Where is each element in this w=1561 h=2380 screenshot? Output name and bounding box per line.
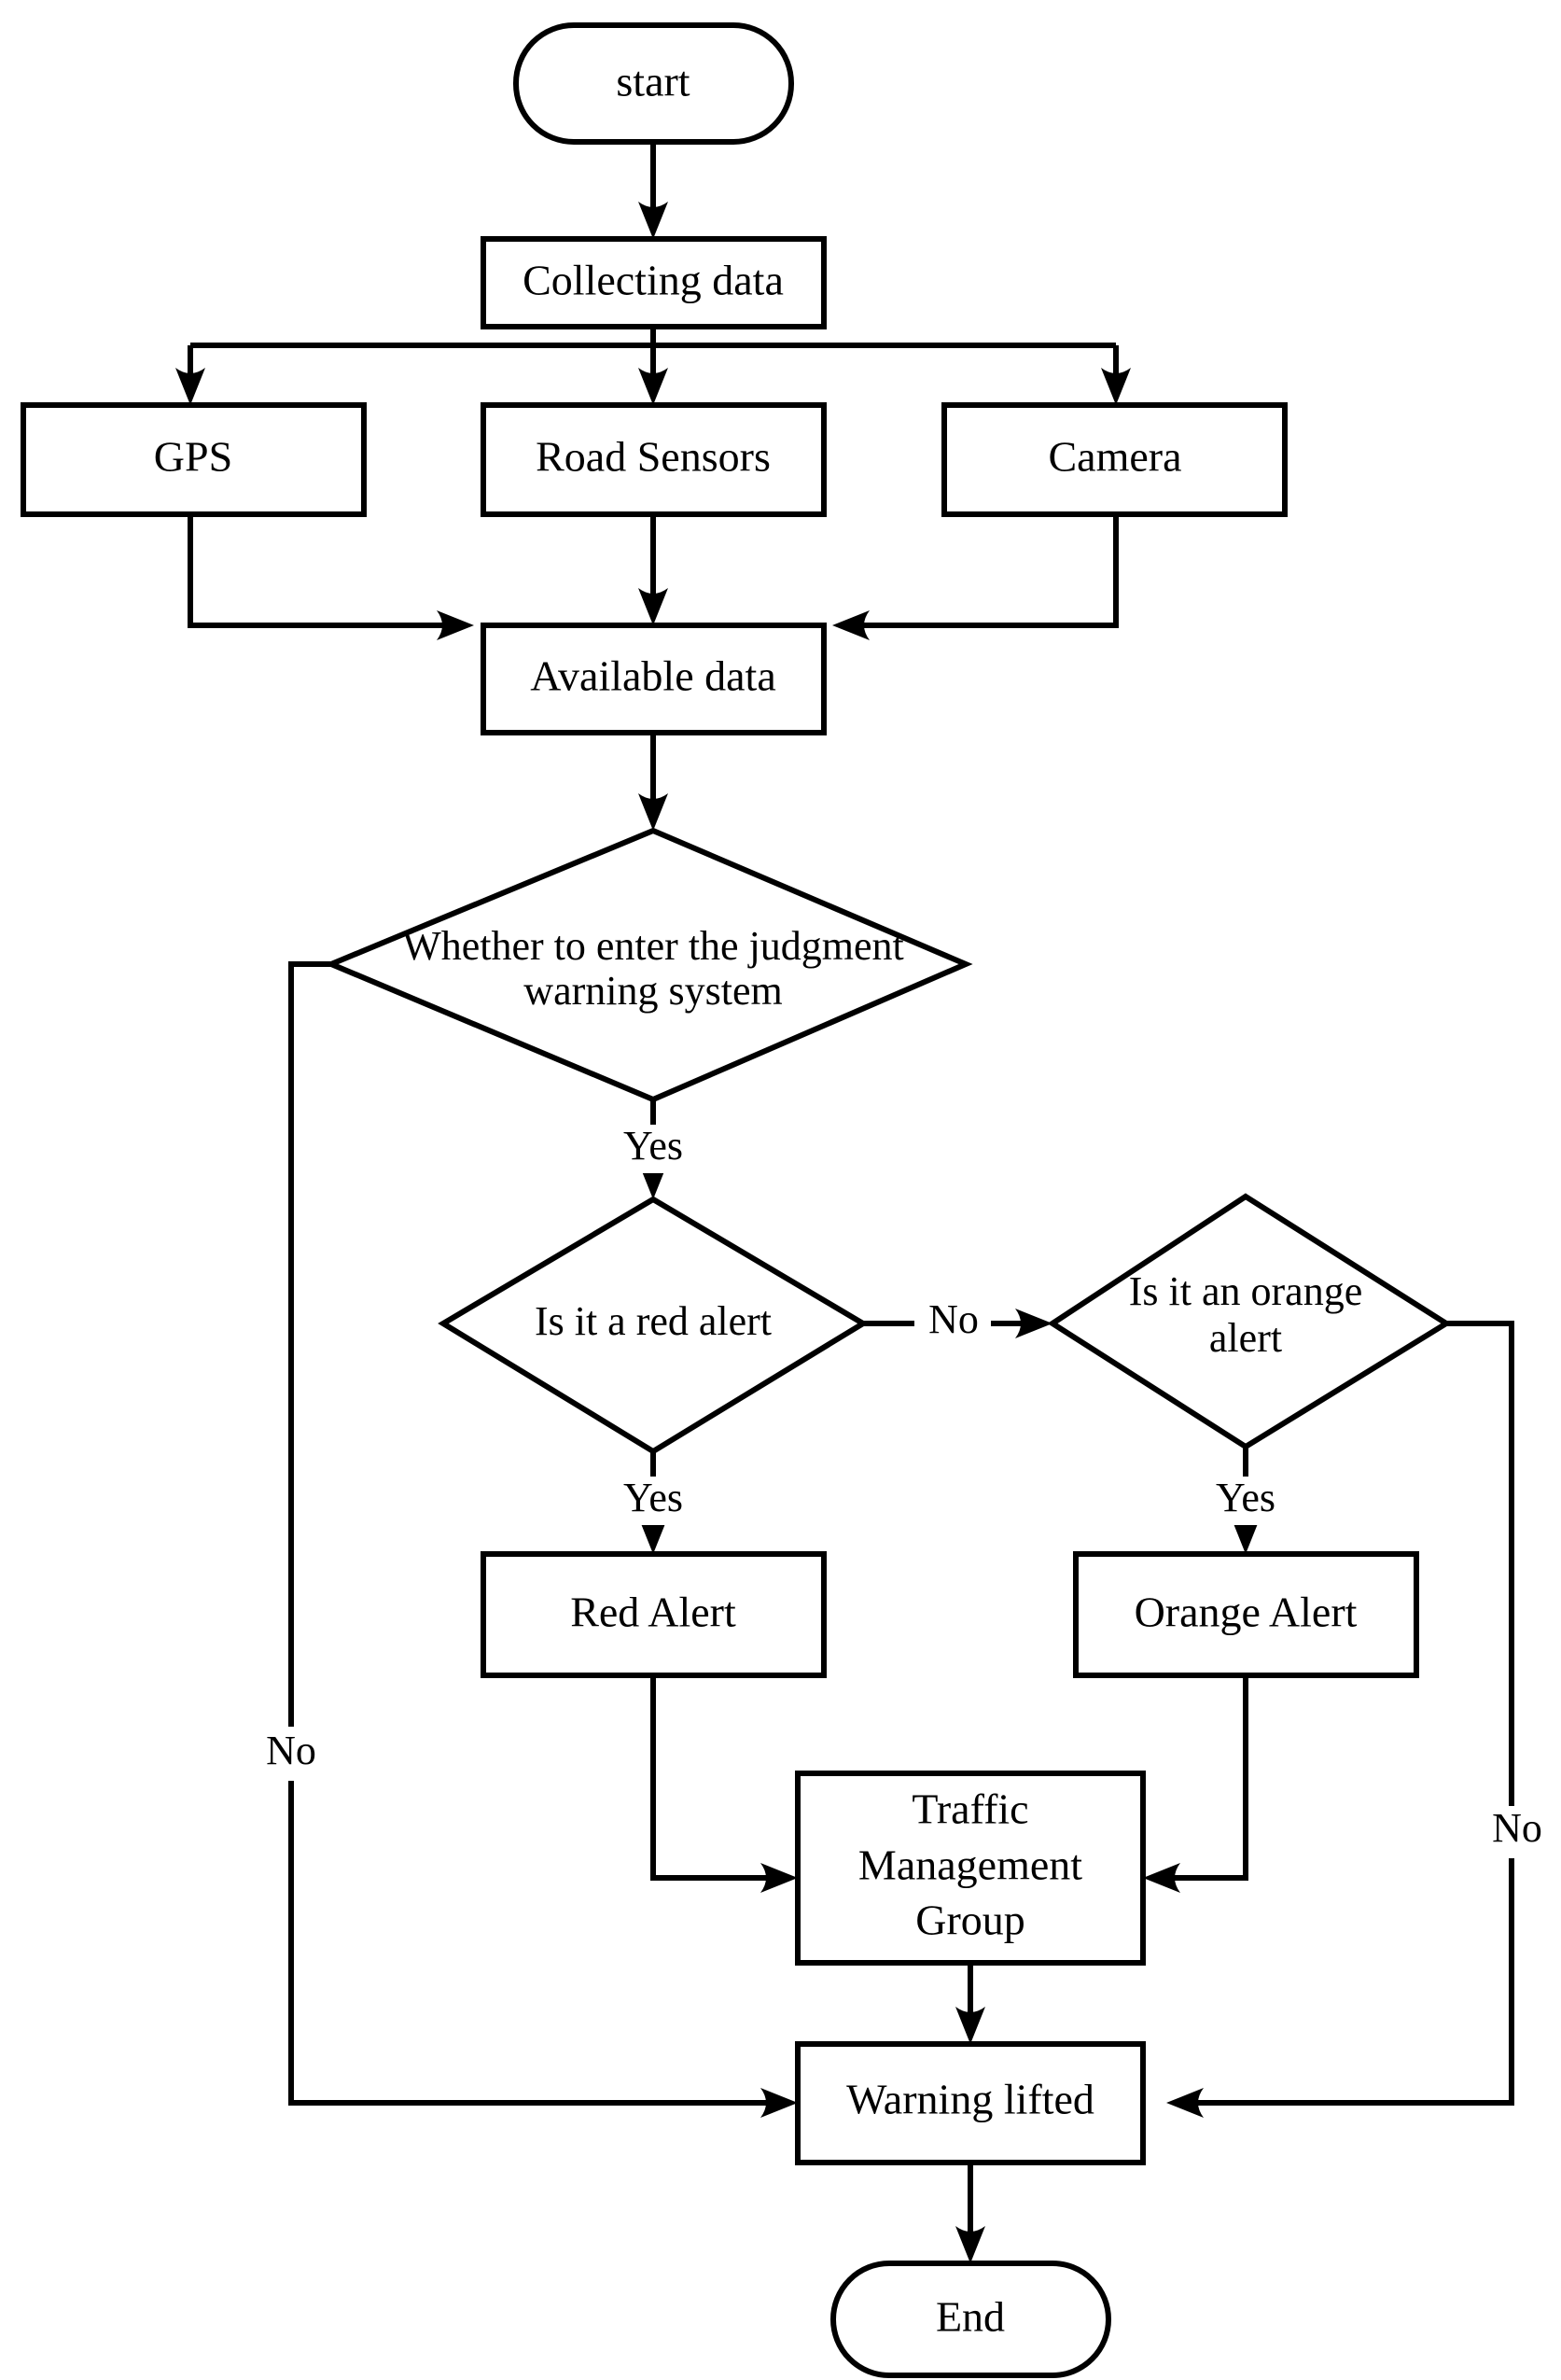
- edge-red-alert-to-traffic-management-group: [650, 1675, 798, 1893]
- node-orange-alert[interactable]: Orange Alert: [1073, 1551, 1419, 1678]
- edge-start-to-collecting-data: [638, 142, 668, 239]
- node-warning-lifted[interactable]: Warning lifted: [795, 2041, 1146, 2165]
- node-gps[interactable]: GPS: [21, 402, 367, 517]
- edge-label-enter-warning-yes: Yes: [614, 1123, 692, 1173]
- edge-label-red-alert-no: No: [914, 1296, 991, 1350]
- node-enter-warning-system-label-line2: warning system: [523, 968, 782, 1014]
- edge-road-sensors-to-available-data: [638, 513, 668, 625]
- edge-label-red-alert-yes: Yes: [614, 1475, 692, 1525]
- node-collecting-data-label: Collecting data: [523, 257, 784, 304]
- edge-label-orange-alert-no: No: [1478, 1805, 1554, 1858]
- node-traffic-management-group-label-line3: Group: [915, 1897, 1025, 1944]
- node-camera-label: Camera: [1048, 433, 1181, 481]
- node-road-sensors[interactable]: Road Sensors: [481, 402, 827, 517]
- node-traffic-management-group-label-line2: Management: [858, 1841, 1082, 1889]
- edge-orange-alert-to-traffic-management-group: [1143, 1675, 1248, 1893]
- node-is-orange-alert-label-line1: Is it an orange: [1129, 1268, 1362, 1314]
- edge-label-red-alert-yes-text: Yes: [623, 1475, 683, 1520]
- node-enter-warning-system-label-line1: Whether to enter the judgment: [402, 923, 904, 969]
- node-is-orange-alert-label-line2: alert: [1209, 1315, 1282, 1361]
- node-available-data[interactable]: Available data: [481, 623, 827, 735]
- node-is-orange-alert-decision[interactable]: Is it an orange alert: [1047, 1193, 1452, 1450]
- node-enter-warning-system-decision[interactable]: Whether to enter the judgment warning sy…: [324, 827, 973, 1103]
- node-road-sensors-label: Road Sensors: [536, 433, 771, 481]
- edge-label-orange-alert-no-text: No: [1492, 1805, 1542, 1851]
- edge-label-orange-alert-yes: Yes: [1206, 1475, 1285, 1525]
- edge-available-data-to-decision: [638, 733, 668, 831]
- edge-label-enter-warning-no-text: No: [266, 1728, 316, 1773]
- edge-orange-alert-no-to-warning-lifted: [1166, 1321, 1514, 2118]
- edge-camera-to-available-data: [832, 513, 1119, 640]
- node-traffic-management-group-label-line1: Traffic: [912, 1785, 1028, 1833]
- edge-decision-no-to-warning-lifted: [288, 961, 798, 2118]
- node-is-red-alert-decision[interactable]: Is it a red alert: [438, 1196, 869, 1455]
- edge-label-red-alert-no-text: No: [928, 1296, 979, 1342]
- node-is-red-alert-label: Is it a red alert: [535, 1298, 772, 1344]
- node-camera[interactable]: Camera: [941, 402, 1288, 517]
- node-warning-lifted-label: Warning lifted: [846, 2076, 1094, 2123]
- node-start-label: start: [616, 58, 690, 105]
- node-end[interactable]: End: [830, 2261, 1111, 2378]
- node-gps-label: GPS: [154, 433, 232, 481]
- node-collecting-data[interactable]: Collecting data: [481, 236, 827, 329]
- edge-gps-to-available-data: [188, 513, 474, 640]
- node-red-alert-label: Red Alert: [570, 1589, 736, 1636]
- edge-label-orange-alert-yes-text: Yes: [1216, 1475, 1275, 1520]
- node-red-alert[interactable]: Red Alert: [481, 1551, 827, 1678]
- edge-collecting-data-fanout: [175, 325, 1131, 405]
- node-available-data-label: Available data: [530, 652, 776, 700]
- edge-traffic-management-group-to-warning-lifted: [955, 1963, 985, 2044]
- node-start[interactable]: start: [513, 22, 794, 145]
- node-traffic-management-group[interactable]: Traffic Management Group: [795, 1771, 1146, 1966]
- edge-label-enter-warning-yes-text: Yes: [623, 1123, 683, 1169]
- edge-label-enter-warning-no: No: [258, 1727, 334, 1781]
- edge-warning-lifted-to-end: [955, 2163, 985, 2263]
- node-orange-alert-label: Orange Alert: [1135, 1589, 1358, 1636]
- node-end-label: End: [936, 2293, 1005, 2341]
- edge-red-alert-no-to-orange-alert-check: [863, 1309, 1052, 1338]
